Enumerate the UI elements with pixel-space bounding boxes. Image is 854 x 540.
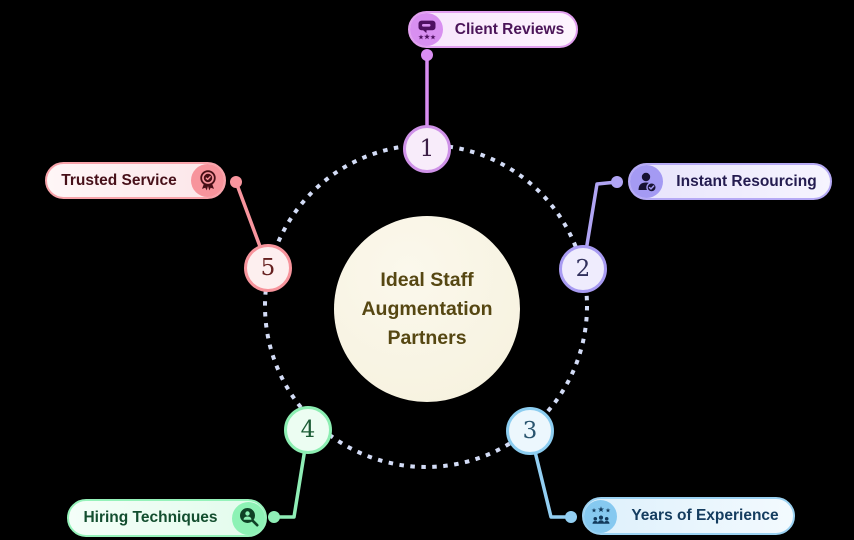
step-node-4: 4: [284, 406, 332, 454]
connector-dot-client-reviews: [421, 49, 433, 61]
step-number: 3: [522, 418, 538, 444]
step-node-1: 1: [403, 125, 451, 173]
connector-dot-hiring-techniques: [268, 511, 280, 523]
label-pill-trusted-service: Trusted Service: [45, 162, 226, 199]
connector-dot-years-of-experience: [565, 511, 577, 523]
person-check-icon: [630, 165, 663, 198]
pill-label: Hiring Techniques: [83, 509, 218, 526]
team-stars-icon: [584, 499, 617, 533]
connector-dot-instant-resourcing: [611, 176, 623, 188]
candidate-search-icon: [232, 501, 265, 535]
label-pill-client-reviews: Client Reviews: [408, 11, 578, 48]
pill-label: Years of Experience: [631, 507, 779, 524]
step-node-3: 3: [506, 407, 554, 455]
center-title-line: Ideal Staff: [380, 268, 474, 291]
pill-label: Trusted Service: [61, 171, 177, 189]
connector-instant-resourcing: [581, 180, 619, 271]
review-stars-icon: [410, 13, 443, 46]
center-title-circle: Ideal Staff Augmentation Partners: [334, 216, 520, 402]
connector-years-of-experience: [528, 429, 573, 519]
label-pill-instant-resourcing: Instant Resourcing: [628, 163, 832, 200]
dashed-orbit-ring: [263, 143, 589, 469]
pill-label: Instant Resourcing: [676, 172, 817, 190]
center-title-line: Partners: [387, 326, 467, 349]
label-pill-years-of-experience: Years of Experience: [582, 497, 795, 535]
pill-label: Client Reviews: [454, 20, 565, 38]
step-node-2: 2: [559, 245, 607, 293]
step-node-5: 5: [244, 244, 292, 292]
label-pill-hiring-techniques: Hiring Techniques: [67, 499, 267, 537]
connector-dot-trusted-service: [230, 176, 242, 188]
connector-hiring-techniques: [272, 428, 310, 519]
step-number: 5: [260, 255, 276, 281]
step-number: 4: [300, 417, 316, 443]
award-badge-icon: [191, 164, 224, 197]
center-title-line: Augmentation: [361, 297, 493, 320]
step-number: 1: [419, 136, 435, 162]
step-number: 2: [575, 256, 591, 282]
